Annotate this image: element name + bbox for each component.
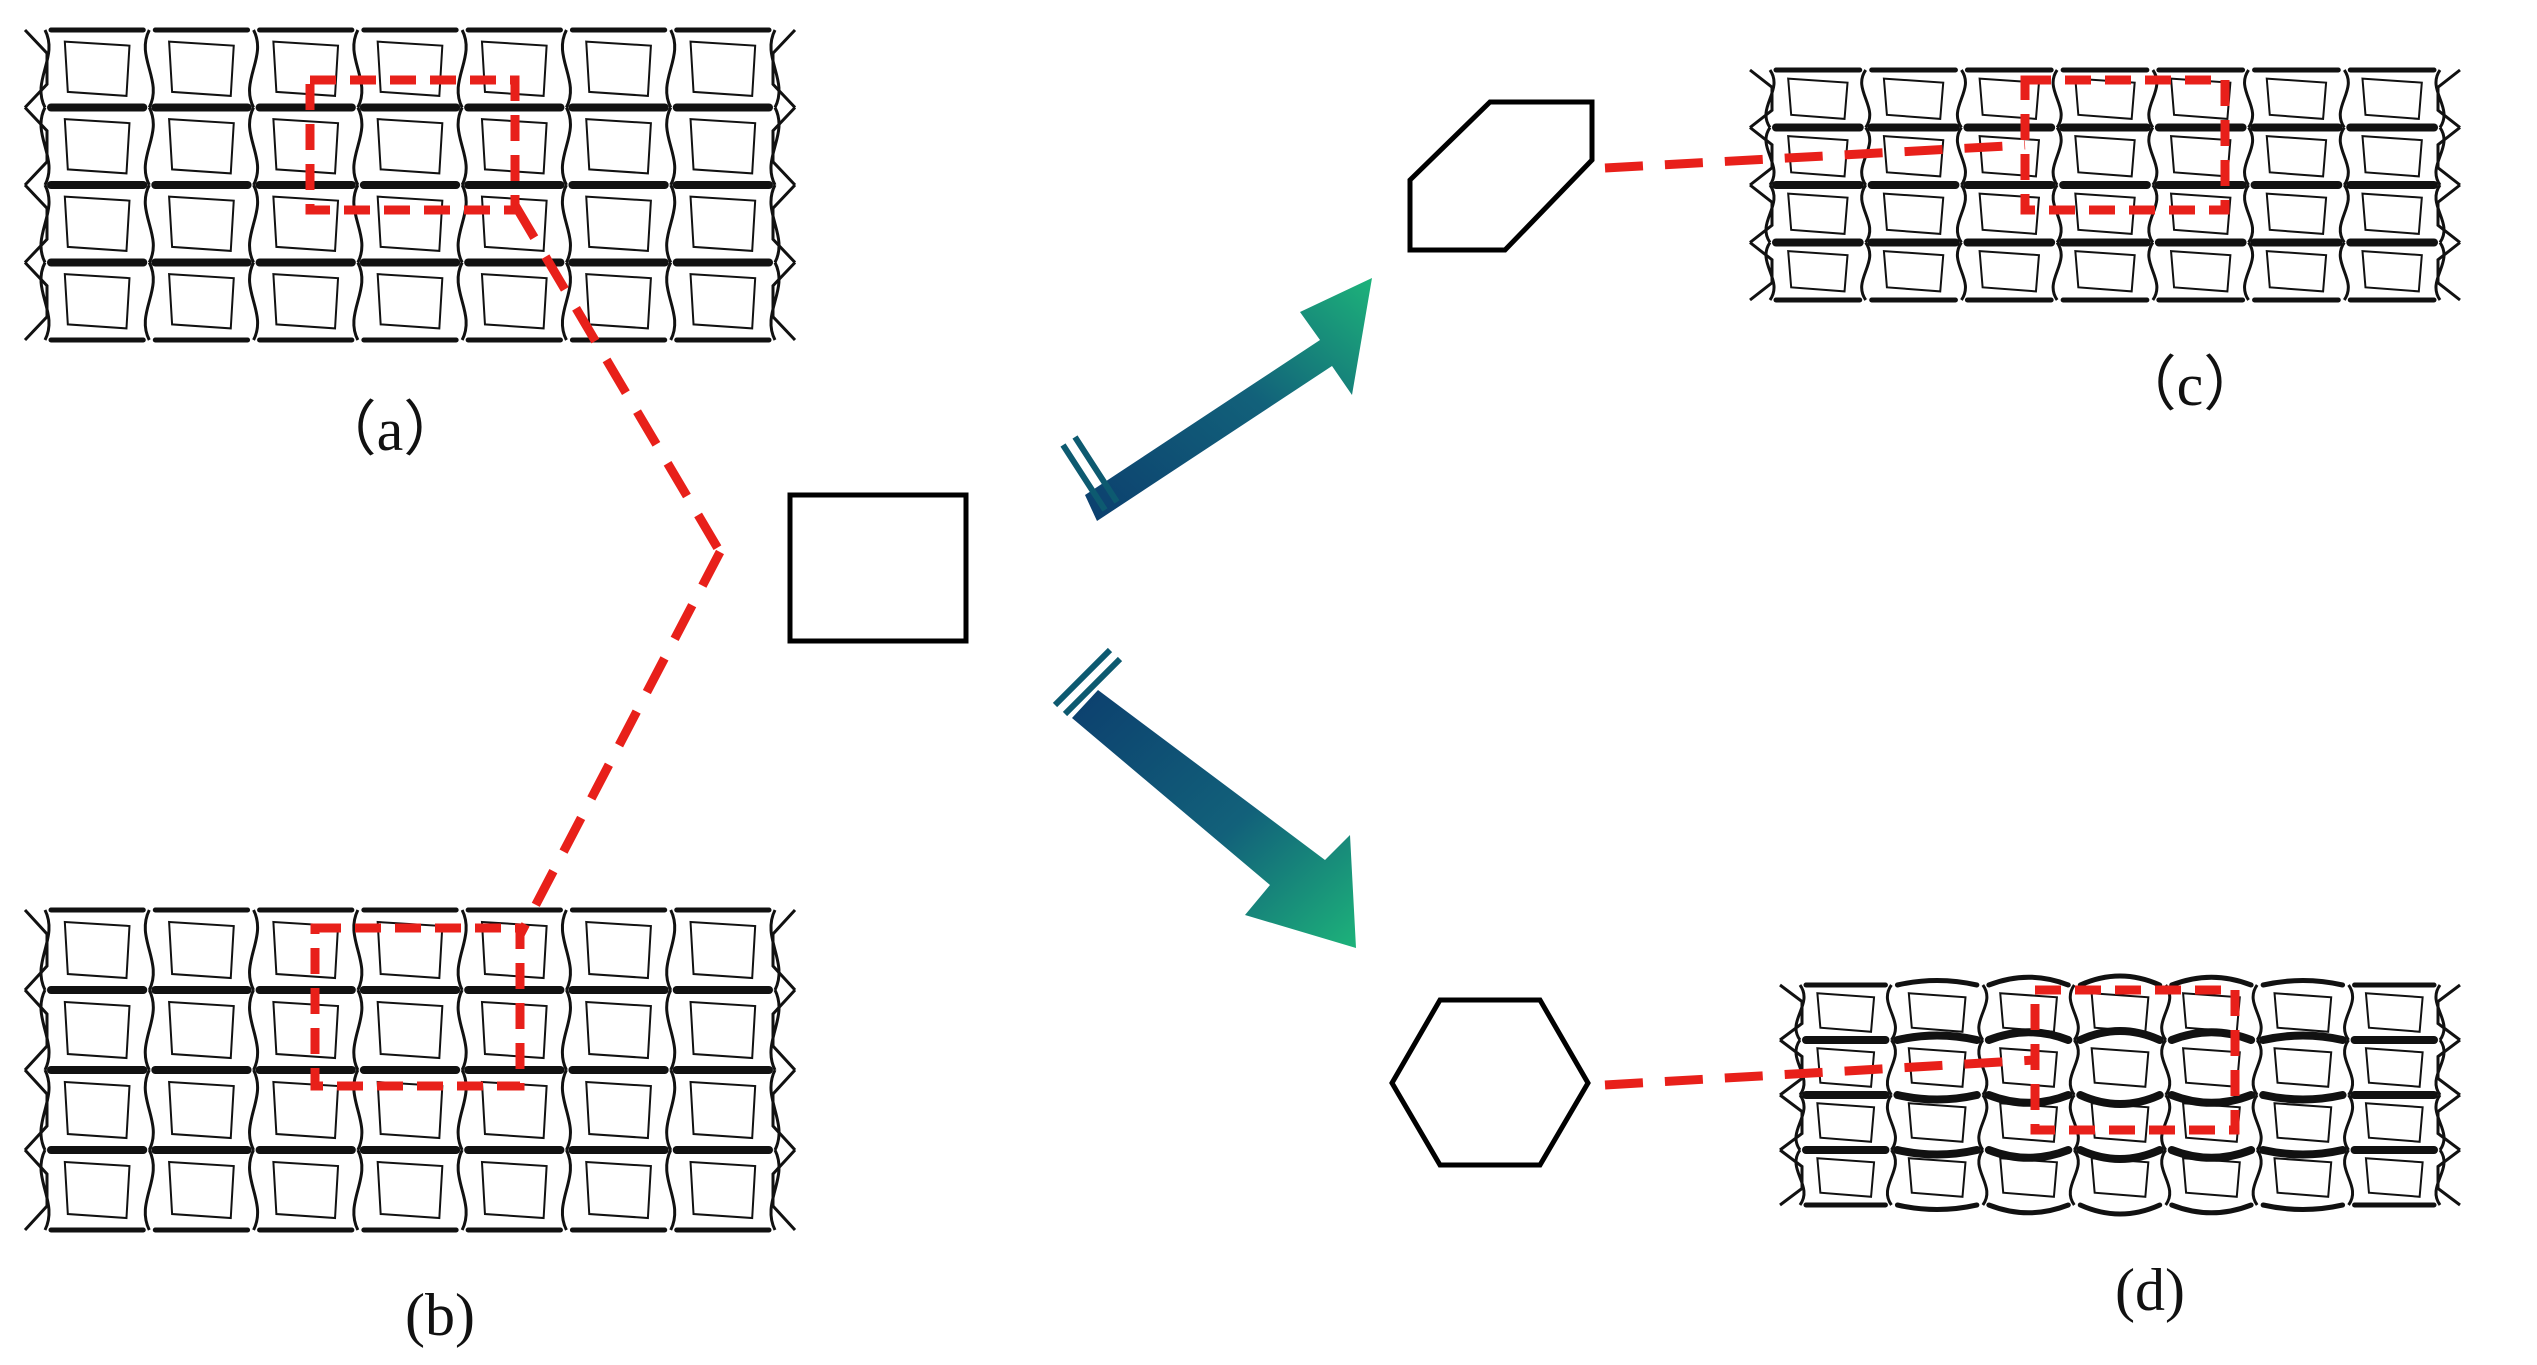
panel-label-a: （a） [317, 397, 464, 463]
highlight-box-a [305, 75, 520, 215]
regular-hexagon-cell-shape [1389, 997, 1591, 1168]
connector-b-to-square [516, 549, 724, 938]
panel-label-c: （c） [2117, 352, 2264, 418]
arrow-up-right [1060, 278, 1372, 521]
panel-label-b: (b) [405, 1282, 475, 1348]
lattice-structure-c [1749, 67, 2461, 303]
connector-hexagon-to-d [1604, 1055, 2036, 1090]
arrow-down-right [1052, 647, 1356, 948]
lattice-structure-b [23, 907, 797, 1233]
highlight-box-c [2020, 75, 2230, 215]
lattice-structure-a [23, 27, 797, 343]
highlight-box-b [310, 923, 525, 1091]
lattice-structure-d [1779, 973, 2461, 1217]
elongated-hexagon-cell-shape [1407, 99, 1595, 253]
panel-label-d: (d) [2115, 1257, 2185, 1323]
square-cell-shape [787, 492, 969, 644]
connector-a-to-square [511, 202, 724, 555]
highlight-box-d [2030, 985, 2240, 1135]
connector-elongated-hexagon-to-c [1604, 140, 2026, 173]
